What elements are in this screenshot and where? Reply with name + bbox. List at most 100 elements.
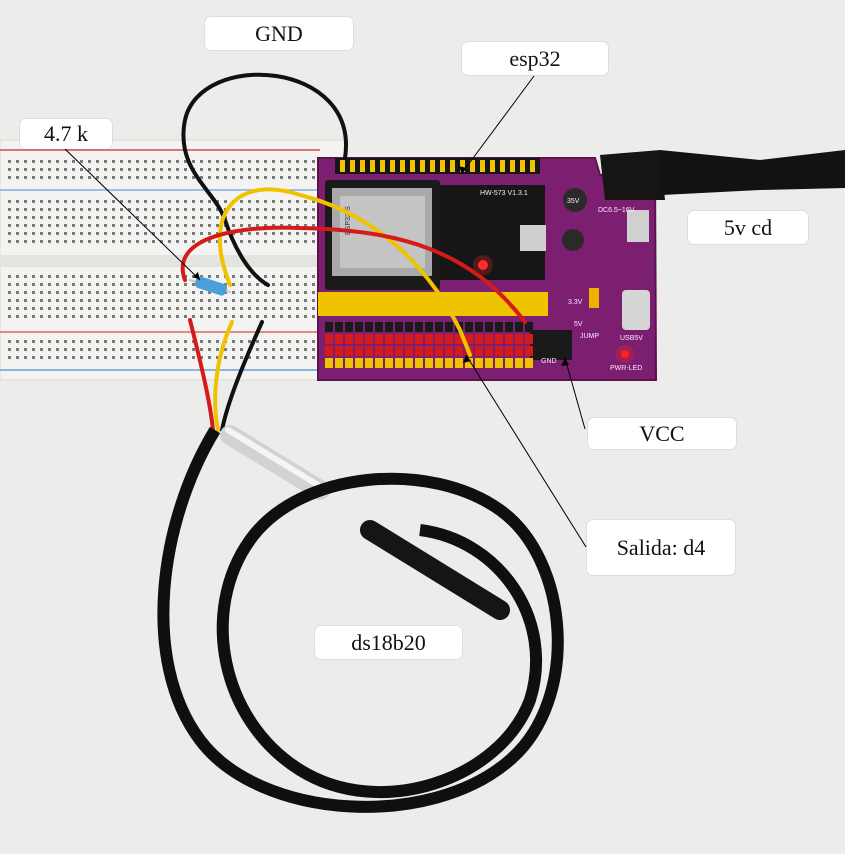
breadboard-hole [160, 275, 163, 278]
breadboard-hole [144, 216, 147, 219]
breadboard-hole [8, 240, 11, 243]
sensor-label: ds18b20 [315, 626, 462, 659]
breadboard-hole [296, 168, 299, 171]
gpio-pin [365, 322, 373, 332]
breadboard-hole [208, 356, 211, 359]
breadboard-hole [304, 356, 307, 359]
breadboard-hole [264, 299, 267, 302]
breadboard-hole [192, 299, 195, 302]
breadboard-hole [208, 216, 211, 219]
breadboard-hole [152, 307, 155, 310]
breadboard-hole [8, 307, 11, 310]
breadboard-hole [272, 291, 275, 294]
breadboard-hole [16, 216, 19, 219]
gpio-pin [455, 358, 463, 368]
breadboard-hole [56, 291, 59, 294]
breadboard-hole [288, 315, 291, 318]
breadboard-hole [304, 208, 307, 211]
breadboard-hole [24, 216, 27, 219]
breadboard-hole [64, 291, 67, 294]
breadboard-hole [288, 232, 291, 235]
breadboard-hole [192, 315, 195, 318]
breadboard-hole [152, 224, 155, 227]
breadboard-hole [304, 283, 307, 286]
breadboard-hole [144, 200, 147, 203]
gpio-pin [375, 334, 383, 344]
breadboard-hole [88, 283, 91, 286]
gpio-pin [345, 346, 353, 356]
breadboard-hole [144, 176, 147, 179]
breadboard-hole [96, 160, 99, 163]
breadboard-hole [64, 176, 67, 179]
breadboard-hole [96, 299, 99, 302]
breadboard-hole [272, 168, 275, 171]
breadboard-hole [176, 200, 179, 203]
breadboard-hole [32, 232, 35, 235]
breadboard-hole [168, 200, 171, 203]
breadboard-hole [136, 315, 139, 318]
breadboard-hole [96, 240, 99, 243]
breadboard-hole [144, 160, 147, 163]
breadboard-hole [88, 340, 91, 343]
gpio-pin [365, 346, 373, 356]
breadboard-hole [248, 208, 251, 211]
breadboard-hole [176, 208, 179, 211]
breadboard-hole [160, 160, 163, 163]
gpio-pin [525, 358, 533, 368]
breadboard-hole [48, 216, 51, 219]
breadboard-hole [184, 232, 187, 235]
breadboard-hole [40, 307, 43, 310]
breadboard-hole [88, 315, 91, 318]
breadboard-hole [272, 232, 275, 235]
breadboard-hole [176, 348, 179, 351]
gpio-pin [495, 346, 503, 356]
breadboard-hole [152, 340, 155, 343]
breadboard-hole [216, 275, 219, 278]
breadboard-hole [152, 208, 155, 211]
breadboard-hole [160, 340, 163, 343]
breadboard-hole [72, 200, 75, 203]
breadboard-hole [216, 315, 219, 318]
breadboard-hole [32, 176, 35, 179]
breadboard-hole [208, 240, 211, 243]
gpio-pin [515, 322, 523, 332]
breadboard-hole [216, 299, 219, 302]
breadboard-hole [8, 168, 11, 171]
breadboard-hole [280, 224, 283, 227]
breadboard-hole [304, 160, 307, 163]
breadboard-hole [88, 160, 91, 163]
breadboard-hole [32, 160, 35, 163]
breadboard-hole [144, 348, 147, 351]
esp32-label: esp32 [462, 42, 608, 75]
breadboard-hole [16, 208, 19, 211]
breadboard-hole [232, 160, 235, 163]
breadboard-hole [208, 299, 211, 302]
breadboard-hole [64, 356, 67, 359]
breadboard-hole [16, 160, 19, 163]
breadboard-hole [272, 200, 275, 203]
breadboard-hole [240, 299, 243, 302]
breadboard-hole [104, 307, 107, 310]
breadboard-hole [160, 315, 163, 318]
breadboard-hole [224, 283, 227, 286]
breadboard-hole [16, 340, 19, 343]
breadboard-hole [16, 224, 19, 227]
breadboard-hole [232, 216, 235, 219]
breadboard-hole [144, 291, 147, 294]
breadboard-hole [96, 176, 99, 179]
breadboard-hole [48, 176, 51, 179]
breadboard-hole [256, 160, 259, 163]
breadboard-hole [288, 283, 291, 286]
breadboard-hole [120, 224, 123, 227]
breadboard-hole [224, 348, 227, 351]
breadboard-hole [208, 232, 211, 235]
breadboard-hole [24, 299, 27, 302]
breadboard-hole [96, 340, 99, 343]
gpio-pin [525, 322, 533, 332]
gpio-pin [475, 334, 483, 344]
breadboard-hole [80, 200, 83, 203]
breadboard-hole [200, 176, 203, 179]
breadboard-hole [224, 160, 227, 163]
breadboard-hole [200, 200, 203, 203]
